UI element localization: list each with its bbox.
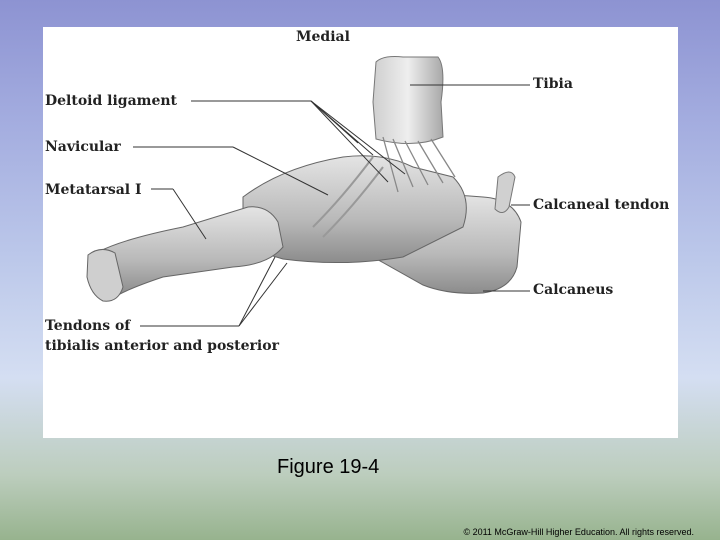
label-medial: Medial (296, 29, 350, 45)
figure-caption: Figure 19-4 (277, 456, 380, 478)
metatarsal-bones (94, 206, 284, 296)
tibia-bone (372, 56, 444, 145)
label-tendons-line2: tibialis anterior and posterior (45, 338, 279, 354)
label-metatarsal: Metatarsal I (45, 182, 142, 198)
deltoid-ligament-fibers (382, 136, 456, 193)
figure-panel: Medial Deltoid ligament Navicular Metata… (43, 27, 678, 438)
leader-lines (133, 84, 530, 327)
label-calcaneal-tendon: Calcaneal tendon (533, 197, 670, 213)
label-tibia: Tibia (533, 76, 573, 92)
foot-anatomy-illustration (86, 56, 530, 327)
great-toe (86, 249, 124, 302)
tibialis-tendons (312, 156, 384, 238)
label-deltoid-ligament: Deltoid ligament (45, 93, 178, 109)
label-tendons-line1: Tendons of (45, 318, 131, 334)
label-calcaneus: Calcaneus (533, 282, 614, 298)
copyright-notice: © 2011 McGraw-Hill Higher Education. All… (463, 527, 694, 537)
label-navicular: Navicular (45, 139, 121, 155)
calcaneal-tendon-shape (494, 171, 516, 213)
